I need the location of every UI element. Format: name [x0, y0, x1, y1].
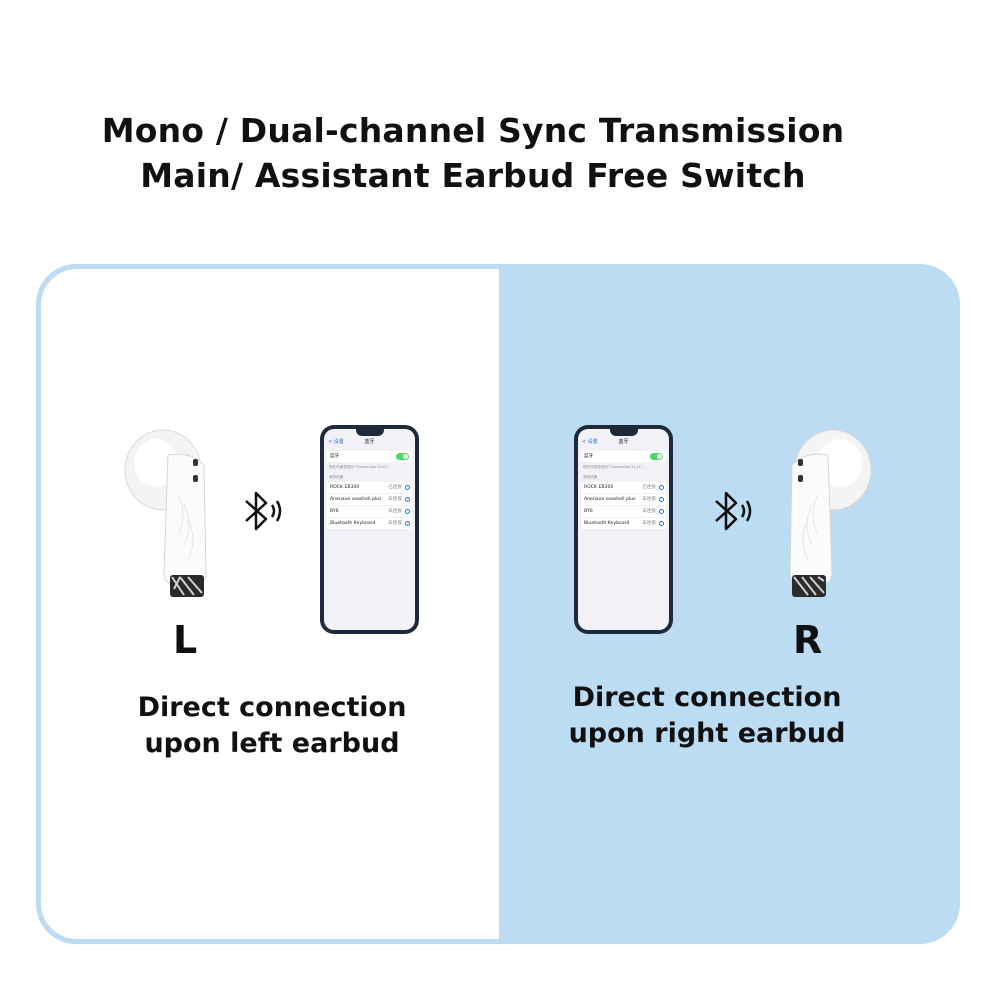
nav-title: 蓝牙 — [364, 439, 375, 445]
title-line-1: Mono / Dual-channel Sync Transmission — [101, 111, 845, 150]
left-earbud-image — [124, 429, 207, 597]
phone-screen: < 设置 蓝牙 蓝牙 现在可被发现为“Conservion 2113”。 我的设… — [578, 429, 669, 630]
bluetooth-toggle-row: 蓝牙 — [327, 451, 412, 462]
right-earbud-image — [789, 429, 872, 597]
bluetooth-toggle — [396, 453, 409, 460]
back-link: < 设置 — [582, 439, 598, 445]
phone-navbar: < 设置 蓝牙 — [582, 438, 665, 447]
discoverable-text: 现在可被发现为“Conservion 2113”。 — [329, 465, 392, 469]
discoverable-text: 现在可被发现为“Conservion 2113”。 — [583, 465, 646, 469]
phone-navbar: < 设置 蓝牙 — [328, 438, 411, 447]
info-icon — [405, 485, 410, 490]
left-caption: Direct connection upon left earbud — [137, 692, 407, 759]
phone-screen: < 设置 蓝牙 蓝牙 现在可被发现为“Conservion 2113”。 我的设… — [324, 429, 415, 630]
nav-title: 蓝牙 — [618, 439, 629, 445]
page-title: Mono / Dual-channel Sync Transmission Ma… — [0, 108, 946, 198]
info-icon — [659, 497, 664, 502]
info-icon — [405, 497, 410, 502]
left-phone: < 设置 蓝牙 蓝牙 现在可被发现为“Conservion 2113”。 我的设… — [320, 425, 419, 634]
left-earbud-label: L — [173, 618, 198, 662]
left-panel — [41, 269, 499, 939]
bluetooth-label: 蓝牙 — [330, 454, 340, 459]
title-line-2: Main/ Assistant Earbud Free Switch — [140, 156, 806, 195]
bluetooth-toggle-row: 蓝牙 — [581, 451, 666, 462]
info-icon — [405, 521, 410, 526]
right-phone: < 设置 蓝牙 蓝牙 现在可被发现为“Conservion 2113”。 我的设… — [574, 425, 673, 634]
info-icon — [405, 509, 410, 514]
info-icon — [659, 485, 664, 490]
info-icon — [659, 521, 664, 526]
bluetooth-icon — [715, 491, 752, 531]
bluetooth-icon — [245, 491, 282, 531]
info-icon — [659, 509, 664, 514]
right-caption: Direct connection upon right earbud — [568, 682, 846, 749]
section-label: 我的设备 — [583, 475, 598, 479]
back-link: < 设置 — [328, 439, 344, 445]
right-earbud-label: R — [793, 618, 823, 662]
section-label: 我的设备 — [329, 475, 344, 479]
bluetooth-label: 蓝牙 — [584, 454, 594, 459]
bluetooth-toggle — [650, 453, 663, 460]
